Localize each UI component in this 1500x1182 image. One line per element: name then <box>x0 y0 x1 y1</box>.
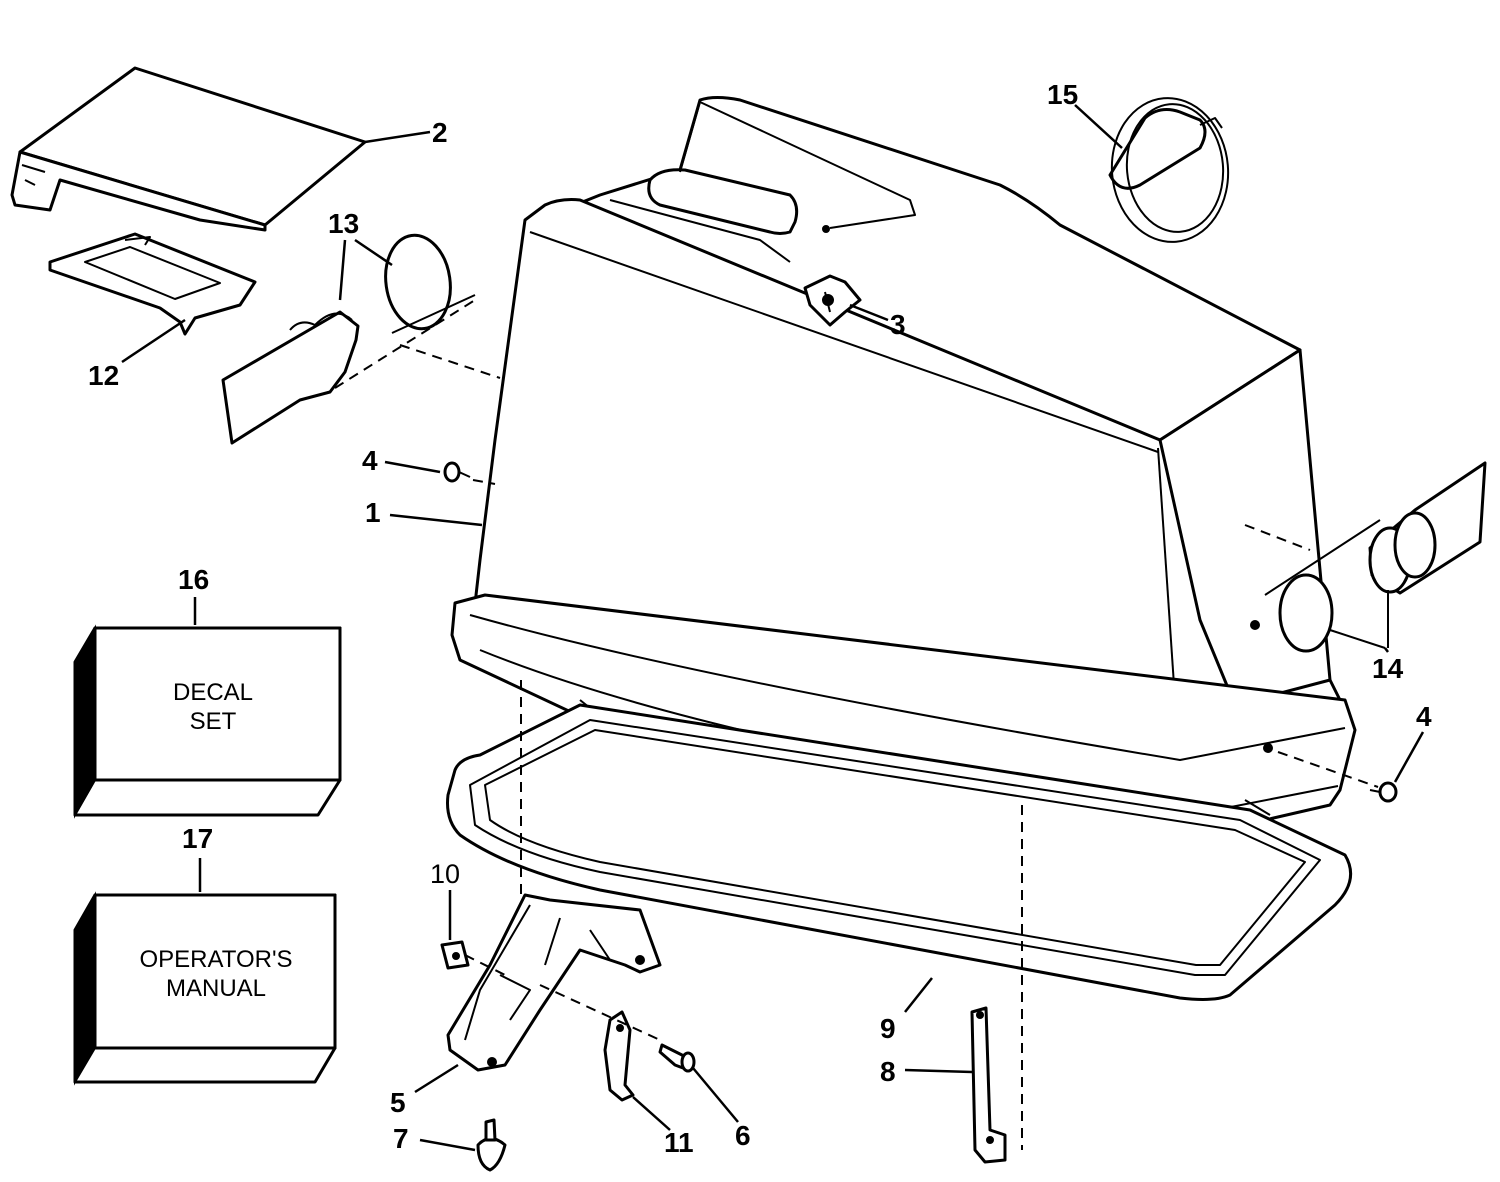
part-10-clip <box>440 940 470 970</box>
box-17-operators-manual: OPERATOR'S MANUAL <box>73 891 337 1086</box>
callout-4-right: 4 <box>1416 701 1432 732</box>
callout-9: 9 <box>880 1013 896 1044</box>
alignment-lines <box>334 299 1379 1150</box>
part-9-seal <box>446 703 1353 1001</box>
part-15-cable <box>1108 97 1230 243</box>
part-1-motor-cover <box>450 96 1357 837</box>
part-5-bracket <box>446 893 662 1072</box>
callout-5: 5 <box>390 1087 406 1118</box>
callout-11: 11 <box>664 1127 694 1158</box>
callout-15: 15 <box>1047 79 1078 110</box>
callout-labels: 2 12 13 15 3 4 1 14 4 16 17 10 5 7 11 6 … <box>88 79 1432 1158</box>
leader-lines <box>121 104 1425 1152</box>
part-4-screw-left <box>443 461 471 483</box>
part-6-screw <box>658 1043 696 1073</box>
part-8-rod <box>970 1006 1007 1164</box>
part-4-screw-right <box>1369 781 1398 803</box>
callout-4-left: 4 <box>362 445 378 476</box>
callout-17: 17 <box>182 823 213 854</box>
part-2-top-cover <box>10 66 367 232</box>
part-14-decals <box>1264 461 1487 653</box>
callout-7: 7 <box>393 1123 409 1154</box>
part-7-grommet <box>476 1118 507 1172</box>
callout-12: 12 <box>88 360 119 391</box>
callout-6: 6 <box>735 1120 751 1151</box>
part-12-gasket <box>48 232 257 336</box>
callout-14: 14 <box>1372 653 1404 684</box>
part-11-strap <box>603 1010 635 1102</box>
decal-set-line2: SET <box>190 708 237 735</box>
callout-3: 3 <box>890 309 906 340</box>
callout-10: 10 <box>430 859 460 889</box>
manual-line2: MANUAL <box>166 975 266 1002</box>
callout-16: 16 <box>178 564 209 595</box>
manual-line1: OPERATOR'S <box>139 946 292 973</box>
part-13-decals <box>221 233 476 445</box>
callout-13: 13 <box>328 208 359 239</box>
callout-8: 8 <box>880 1056 896 1087</box>
box-16-decal-set: DECAL SET <box>73 624 342 819</box>
decal-set-line1: DECAL <box>173 679 253 706</box>
callout-1: 1 <box>365 497 381 528</box>
callout-2: 2 <box>432 117 448 148</box>
